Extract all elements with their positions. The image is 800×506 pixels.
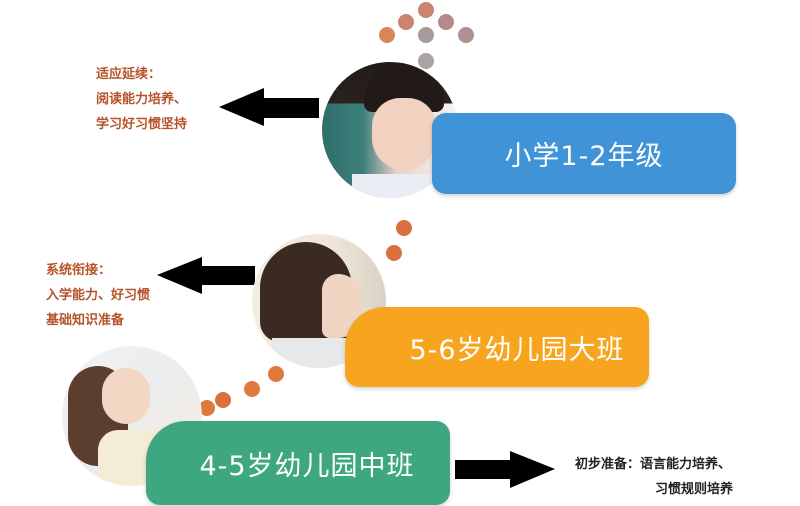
stage3-note: 初步准备：语言能力培养、 习惯规则培养: [575, 452, 733, 502]
stage1-note: 适应延续： 阅读能力培养、 学习好习惯坚持: [96, 62, 187, 137]
stage2-note-line: 基础知识准备: [46, 313, 125, 328]
stage2-label: 5-6岁幼儿园大班: [409, 334, 625, 366]
face-shape: [102, 368, 150, 424]
arrow-left-icon: [157, 257, 255, 294]
stage1-note-line: 学习好习惯坚持: [96, 117, 188, 132]
stage2-box: 5-6岁幼儿园大班: [345, 307, 649, 387]
decorative-dot: [215, 392, 231, 408]
decorative-dot: [418, 27, 434, 43]
decorative-dot: [438, 14, 454, 30]
decorative-dot: [244, 381, 260, 397]
decorative-dot: [458, 27, 474, 43]
decorative-dot: [396, 220, 412, 236]
stage1-note-line: 阅读能力培养、: [96, 92, 188, 107]
decorative-dot: [418, 53, 434, 69]
stage1-note-line: 适应延续：: [96, 67, 162, 82]
decorative-dot: [386, 245, 402, 261]
decorative-dot: [418, 2, 434, 18]
stage3-note-line: 习惯规则培养: [655, 482, 734, 497]
stage1-label: 小学1-2年级: [504, 141, 664, 172]
decorative-dot: [268, 366, 284, 382]
arrow-right-icon: [455, 451, 555, 488]
stage3-box: 4-5岁幼儿园中班: [146, 421, 450, 505]
stage2-note-line: 系统衔接：: [46, 263, 112, 278]
decorative-dot: [379, 27, 395, 43]
face-shape: [372, 98, 436, 170]
stage2-note: 系统衔接： 入学能力、好习惯 基础知识准备: [46, 258, 150, 333]
decorative-dot: [398, 14, 414, 30]
stage2-note-line: 入学能力、好习惯: [46, 288, 151, 303]
stage3-note-line: 初步准备：语言能力培养、: [575, 457, 732, 472]
stage3-label: 4-5岁幼儿园中班: [199, 450, 415, 482]
stage1-box: 小学1-2年级: [432, 113, 736, 194]
arrow-left-icon: [219, 88, 319, 126]
decorative-dot: [199, 400, 215, 416]
